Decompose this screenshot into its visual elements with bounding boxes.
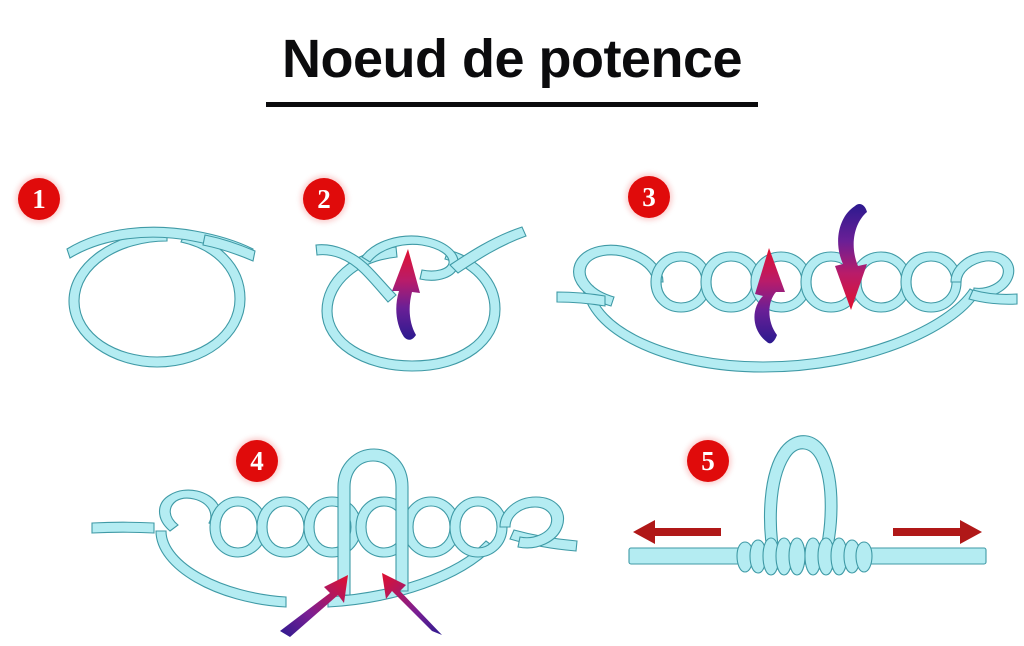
step-1-figure [55,205,275,375]
gradient-arrow-up [754,248,785,344]
gradient-arrow-converge-right [382,573,442,635]
step-badge-3: 3 [628,176,670,218]
title-underline-rule [266,102,758,107]
tension-arrow-left [633,520,721,544]
rope-tail-left [315,244,397,303]
step-5-figure [625,430,990,595]
page-title: Noeud de potence [281,29,743,89]
step-badge-4: 4 [236,440,278,482]
rope-tail-left [91,521,155,534]
rope-tail-right [968,289,1018,305]
tension-arrow-right [893,520,982,544]
rope-wrap-coils [736,537,873,576]
step-badge-5: 5 [687,440,729,482]
rope-loop [68,230,246,368]
rope-lower-left-bight [155,530,287,608]
step-badge-2: 2 [303,178,345,220]
rope-lower-right-bight [327,540,495,608]
rope-coil-row-right [355,496,508,558]
step-3-figure [555,190,1020,390]
rope-right-bight [950,251,1015,299]
gradient-arrow-converge-left [280,575,348,637]
rope-coil-row [650,251,962,313]
rope-crossing-bight [361,235,459,281]
rope-tail-right [449,226,527,274]
gradient-arrow-down [835,204,867,310]
step-2-figure [300,195,540,385]
rope-right-bight [499,496,564,549]
gradient-arrow-up [392,249,420,340]
rope-tail-left [556,291,606,307]
page-title-block: Noeud de potence [0,28,1024,107]
rope-left-bight [573,244,664,307]
rope-left-bight [158,489,222,532]
rope-lower-bight [582,285,980,373]
step-4-figure [90,435,580,640]
rope-pulled-bight [337,448,409,596]
rope-tail-right [202,234,256,262]
step-badge-1: 1 [18,178,60,220]
